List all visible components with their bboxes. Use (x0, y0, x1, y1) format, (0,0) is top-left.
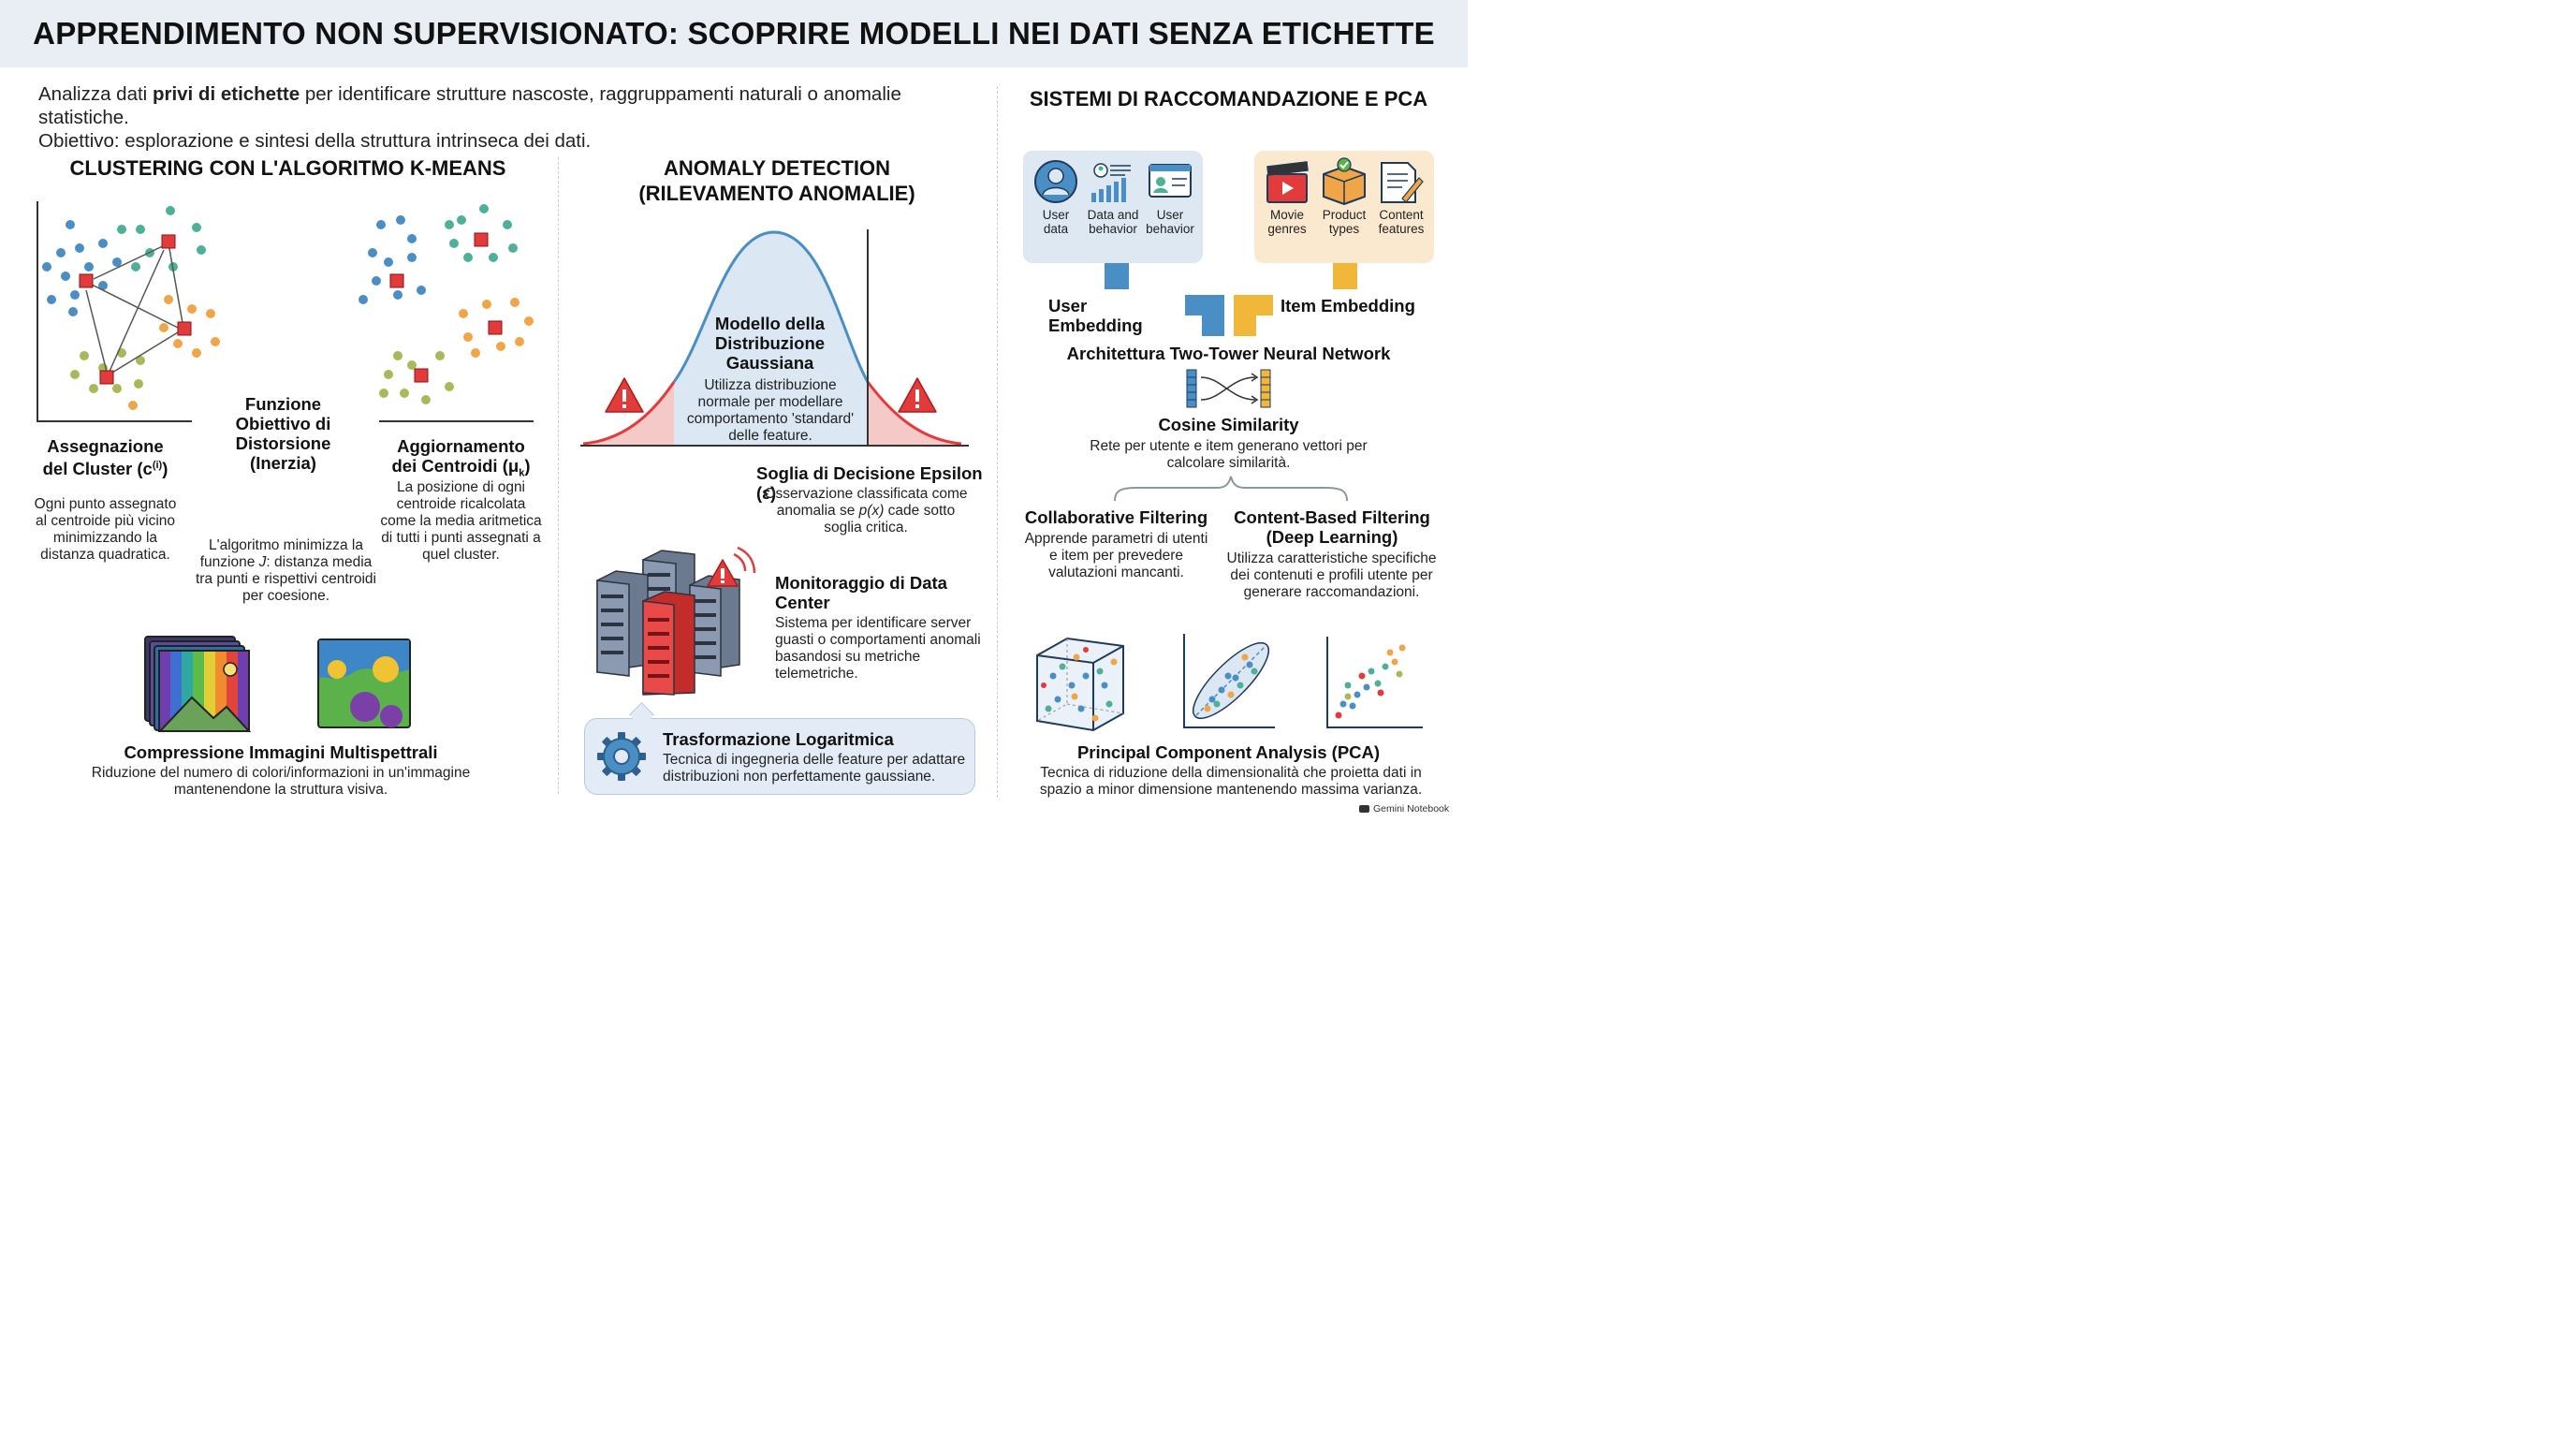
notebook-icon (1359, 805, 1369, 813)
chart-icon (1091, 163, 1131, 202)
divider-right (997, 86, 998, 798)
content-filtering-title: Content-Based Filtering (Deep Learning) (1234, 507, 1430, 547)
threshold-title: Soglia di Decisione Epsilon (ε) (756, 463, 983, 503)
kmeans-assign-title: Assegnazione del Cluster (c(i)) (42, 436, 168, 479)
pca-desc: Tecnica di riduzione della dimensionalit… (1039, 765, 1423, 798)
log-transform-callout (584, 718, 975, 795)
item-icons (1266, 157, 1424, 205)
server-rack-icon (596, 546, 756, 696)
content-features-label: Content features (1378, 208, 1425, 236)
kmeans-section-title: CLUSTERING CON L'ALGORITMO K-MEANS (69, 156, 506, 180)
box-icon (1323, 157, 1366, 205)
pca-illustrations (1036, 634, 1423, 732)
content-filtering-desc: Utilizza caratteristiche specifiche dei … (1226, 550, 1437, 600)
compression-desc: Riduzione del numero di colori/informazi… (91, 765, 471, 798)
profile-card-icon (1149, 164, 1192, 198)
divider-left (558, 157, 559, 794)
intro-text: Analizza dati privi di etichette per ide… (38, 82, 993, 153)
user-embedding-label: User Embedding (1048, 296, 1143, 335)
item-embedding-label: Item Embedding (1281, 296, 1415, 315)
log-transform-title: Trasformazione Logaritmica (663, 729, 894, 749)
kmeans-assign-desc: Ogni punto assegnato al centroide più vi… (34, 496, 177, 563)
recsys-section-title: SISTEMI DI RACCOMANDAZIONE E PCA (1029, 87, 1428, 110)
gaussian-title: Modello della Distribuzione Gaussiana (714, 314, 826, 373)
compression-title: Compressione Immagini Multispettrali (124, 742, 438, 762)
kmeans-update-desc: La posizione di ogni centroide ricalcola… (380, 479, 542, 563)
datacenter-desc: Sistema per identificare server guasti o… (775, 615, 981, 682)
kmeans-objective-title: Funzione Obiettivo di Distorsione (Inerz… (235, 394, 331, 473)
kmeans-plots (37, 201, 534, 422)
collab-filtering-desc: Apprende parametri di utenti e item per … (1024, 531, 1208, 580)
scatter-plot-icon (1326, 637, 1423, 728)
brace-connector (1114, 476, 1348, 502)
neural-vectors-icon (1186, 369, 1271, 408)
intro-bold: privi di etichette (152, 83, 300, 105)
footer-brand-text: Gemini Notebook (1373, 803, 1450, 814)
intro-line2: Obiettivo: esplorazione e sintesi della … (38, 130, 592, 152)
clapperboard-icon (1266, 161, 1309, 203)
item-connector (1333, 263, 1357, 289)
collab-filtering-title: Collaborative Filtering (1024, 507, 1208, 527)
header-bar: APPRENDIMENTO NON SUPERVISIONATO: SCOPRI… (0, 0, 1468, 67)
warning-icon (605, 377, 644, 413)
gaussian-desc: Utilizza distribuzione normale per model… (686, 377, 855, 444)
datacenter-title: Monitoraggio di Data Center (775, 573, 947, 612)
log-transform-desc: Tecnica di ingegneria delle feature per … (663, 752, 966, 785)
gaussian-curve (580, 229, 969, 447)
intro-post: per identificare strutture nascoste, rag… (38, 83, 901, 128)
footer-brand: Gemini Notebook (1359, 801, 1464, 816)
two-tower-connector (1185, 295, 1273, 336)
document-icon (1381, 162, 1424, 203)
two-tower-title: Architettura Two-Tower Neural Network (1066, 344, 1391, 363)
kmeans-update-title: Aggiornamento dei Centroidi (μk) (391, 436, 531, 479)
threshold-desc: Osservazione classificata come anomalia … (764, 486, 968, 536)
page-title: APPRENDIMENTO NON SUPERVISIONATO: SCOPRI… (33, 16, 1435, 51)
user-icon (1034, 160, 1077, 203)
intro-pre: Analizza dati (38, 83, 153, 105)
movie-genres-label: Movie genres (1267, 208, 1307, 236)
user-behavior-label: User behavior (1146, 208, 1194, 236)
user-icons (1034, 160, 1192, 203)
cosine-desc: Rete per utente e item generano vettori … (1090, 438, 1368, 471)
user-data-label: User data (1042, 208, 1070, 236)
pca-title: Principal Component Analysis (PCA) (1076, 742, 1381, 762)
gear-icon (597, 732, 646, 781)
kmeans-objective-desc: L'algoritmo minimizza la funzione J: dis… (196, 537, 376, 604)
multispectral-image-icon (144, 636, 411, 732)
cosine-title: Cosine Similarity (1158, 415, 1299, 434)
data-behavior-label: Data and behavior (1087, 208, 1139, 236)
user-connector (1105, 263, 1129, 289)
pca-ellipse-icon (1183, 634, 1275, 728)
product-types-label: Product types (1322, 208, 1367, 236)
data-cube-icon (1036, 637, 1124, 732)
anomaly-section-title: ANOMALY DETECTION(RILEVAMENTO ANOMALIE) (638, 156, 915, 205)
